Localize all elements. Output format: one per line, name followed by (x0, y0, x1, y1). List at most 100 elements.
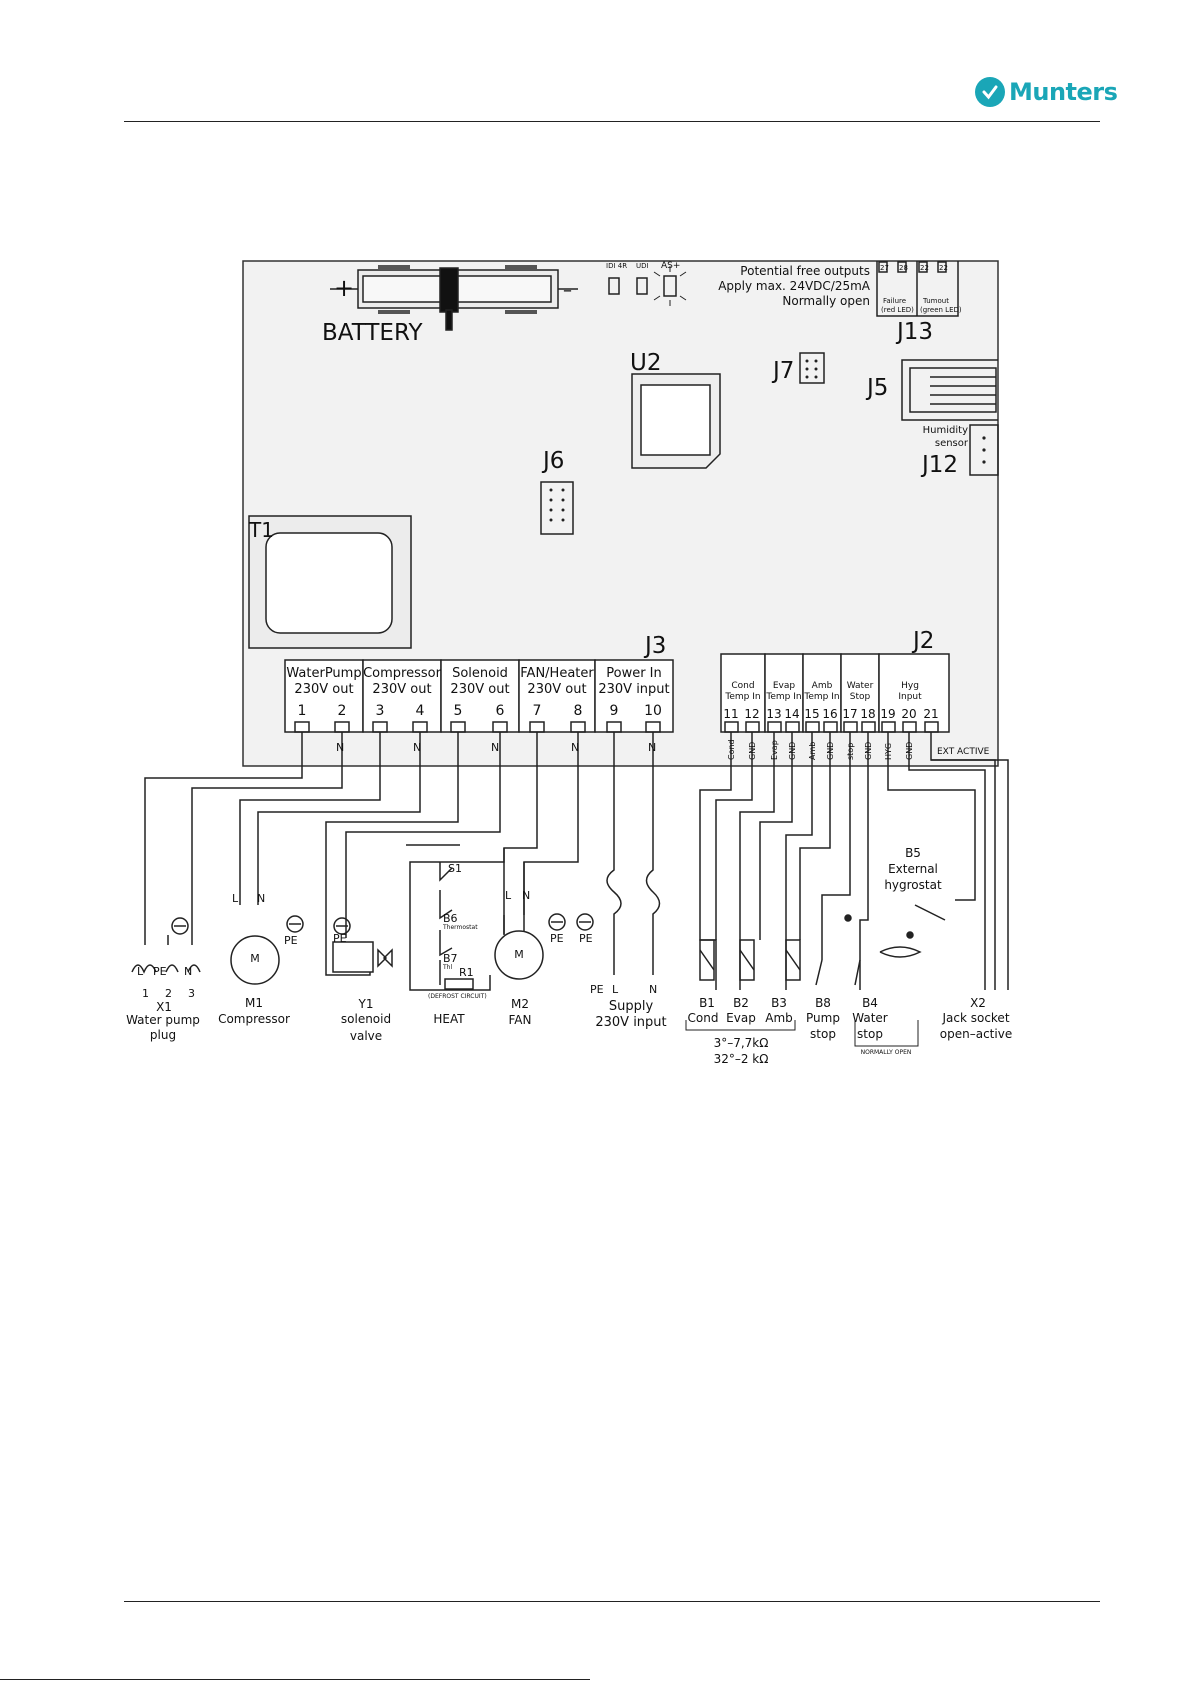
j13-pin-2: 28 (899, 264, 908, 272)
j3-pin-4: 4 (416, 703, 425, 719)
j2-signal-amb: Amb (808, 742, 817, 760)
supply-line-pe: PE (590, 983, 604, 996)
x1-name: X1 (156, 1000, 172, 1014)
j13-pin-4: 22 (939, 264, 948, 272)
humidity-sensor-label-1: Humidity (923, 425, 968, 436)
sensor-range-2: 32°–2 kΩ (714, 1052, 769, 1066)
ext-active-label: EXT ACTIVE (937, 747, 990, 757)
heat-b7-sub: Thl (442, 964, 452, 971)
j3-block-5-title-2: 230V input (598, 682, 669, 697)
j2-signal-gnd-5: GND (905, 742, 914, 760)
j7-label: J7 (771, 358, 794, 384)
x2-desc-1: Jack socket (941, 1011, 1009, 1025)
x1-plug-symbol (131, 964, 201, 974)
j3-neutral-3: N (491, 741, 499, 754)
b5-name: B5 (905, 846, 921, 860)
sensor-b2-desc: Evap (726, 1011, 756, 1025)
b5-desc-2: hygrostat (884, 878, 942, 892)
j2-pin-18: 18 (860, 707, 875, 721)
j2-signal-gnd-2: GND (788, 742, 797, 760)
j7-header (799, 352, 825, 384)
led-label-1: IDI 4R (606, 262, 627, 270)
potential-free-line-1: Potential free outputs (740, 264, 870, 278)
heat-b6-sub: Thermostat (442, 924, 478, 931)
m1-line-l: L (232, 892, 239, 905)
battery-minus-label: – (563, 280, 572, 301)
status-leds (608, 266, 687, 306)
j2-block-2-title-2: Temp In (765, 692, 801, 702)
x1-num-3: 3 (188, 987, 195, 1000)
j2-block-2-title-1: Evap (773, 681, 796, 691)
j2-block-1-title-1: Cond (731, 681, 754, 691)
j2-pin-12: 12 (744, 707, 759, 721)
j6-label: J6 (541, 448, 564, 474)
j2-pin-13: 13 (766, 707, 781, 721)
j2-pin-21: 21 (923, 707, 938, 721)
j5-label: J5 (865, 375, 888, 401)
header-rule (124, 121, 1100, 122)
supply-line-n: N (649, 983, 657, 996)
battery-holder (330, 265, 578, 331)
j13-label-1: Failure (883, 297, 906, 305)
j13-label-2: (red LED) (881, 306, 914, 314)
supply-line-l: L (612, 983, 619, 996)
j2-block-5-title-2: Input (898, 692, 922, 702)
j3-label: J3 (643, 633, 666, 659)
y1-desc-2: valve (350, 1029, 382, 1043)
j3-pin-1: 1 (298, 703, 307, 719)
munters-logo-mark-icon (975, 77, 1005, 107)
j13-pin-1: 27 (880, 264, 889, 272)
j2-signal-stop: stop (846, 743, 855, 760)
j2-block-4-title-1: Water (847, 681, 874, 691)
m1-line-n: N (257, 892, 265, 905)
j3-pin-8: 8 (574, 703, 583, 719)
b4-desc-2: stop (857, 1027, 883, 1041)
j2-pin-16: 16 (822, 707, 837, 721)
j3-block-3-title-1: Solenoid (452, 666, 508, 681)
j13-label-3: Tumout (922, 297, 949, 305)
supply-desc-1: Supply (609, 999, 654, 1014)
sensor-b1-desc: Cond (688, 1011, 719, 1025)
m2-symbol-label: M (514, 948, 524, 961)
sensor-b3-desc: Amb (765, 1011, 793, 1025)
j3-pin-10: 10 (644, 703, 662, 719)
j3-pin-9: 9 (610, 703, 619, 719)
j3-neutral-5: N (648, 741, 656, 754)
j2-block-3-title-2: Temp In (803, 692, 839, 702)
j2-pin-14: 14 (784, 707, 799, 721)
j12-label: J12 (920, 452, 958, 478)
j2-pin-15: 15 (804, 707, 819, 721)
j5-connector (901, 359, 998, 421)
led-label-3: AS+ (661, 261, 680, 271)
x1-desc-2: plug (150, 1028, 176, 1042)
bottom-rule (0, 1679, 590, 1680)
j3-pin-7: 7 (533, 703, 542, 719)
j2-signal-cond: Cond (727, 739, 736, 760)
m2-line-n: N (522, 889, 530, 902)
pe-earth-symbols (171, 913, 594, 935)
j2-wiring (699, 732, 1009, 990)
j3-block-3-title-2: 230V out (450, 682, 509, 697)
j2-pin-17: 17 (842, 707, 857, 721)
j3-terminal-outlines (284, 659, 674, 733)
j2-signal-gnd-1: GND (748, 742, 757, 760)
munters-logo-text: Munters (1009, 78, 1118, 106)
x1-pin-pe: PE (153, 965, 167, 978)
potential-free-line-3: Normally open (782, 294, 870, 308)
x1-desc-1: Water pump (126, 1013, 200, 1027)
j2-pin-19: 19 (880, 707, 895, 721)
u2-label: U2 (630, 350, 661, 376)
j13-label: J13 (895, 319, 933, 345)
b5-desc-1: External (888, 862, 938, 876)
j2-signal-evap: Evap (770, 740, 779, 760)
m1-desc: Compressor (218, 1012, 290, 1026)
b8-desc-1: Pump (806, 1011, 840, 1025)
b4-name: B4 (862, 996, 878, 1010)
j2-block-4-title-2: Stop (850, 692, 871, 702)
humidity-sensor-label-2: sensor (935, 438, 969, 449)
heat-s1-label: S1 (448, 862, 462, 875)
x2-name: X2 (970, 996, 986, 1010)
x1-pin-n: N (184, 965, 192, 978)
j6-header (540, 481, 574, 535)
t1-label: T1 (248, 518, 274, 542)
